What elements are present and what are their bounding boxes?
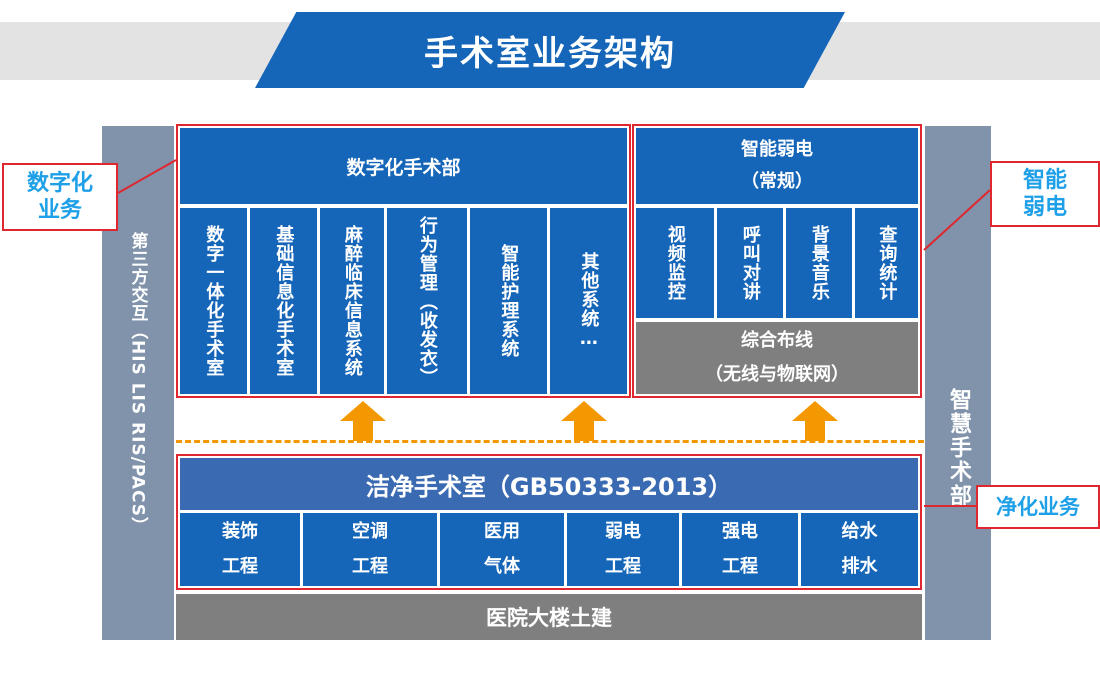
digital-module: 数字一体化手术室 bbox=[180, 208, 247, 394]
title-banner: 手术室业务架构 bbox=[255, 12, 845, 88]
digital-module: 麻醉临床信息系统 bbox=[320, 208, 384, 394]
callout-smart-line2: 弱电 bbox=[1022, 195, 1067, 220]
building-base: 医院大楼土建 bbox=[176, 594, 922, 640]
smart-weak-current-block: 智能弱电 （常规） 视频监控 呼叫对讲 背景音乐 查询统计 综合布线 （无线与物… bbox=[632, 124, 922, 398]
clean-module: 强电 工程 bbox=[682, 513, 798, 586]
digital-surgery-block: 数字化手术部 数字一体化手术室 基础信息化手术室 麻醉临床信息系统 行为管理（收… bbox=[176, 124, 631, 398]
clean-module-line1: 空调 bbox=[352, 521, 388, 543]
digital-module-label: 麻醉临床信息系统 bbox=[341, 225, 363, 377]
smart-callout-line bbox=[923, 189, 991, 251]
right-side-label: 智慧手术部 bbox=[946, 388, 971, 508]
clean-module-line2: 工程 bbox=[605, 555, 641, 577]
clean-module: 弱电 工程 bbox=[567, 513, 679, 586]
wiring-label: 综合布线 bbox=[741, 329, 813, 351]
digital-module: 智能护理系统 bbox=[470, 208, 547, 394]
digital-module-label: 基础信息化手术室 bbox=[273, 225, 295, 377]
digital-module: 其他系统… bbox=[550, 208, 627, 394]
clean-module: 给水 排水 bbox=[801, 513, 918, 586]
clean-module-line2: 工程 bbox=[222, 555, 258, 577]
digital-module-label: 数字一体化手术室 bbox=[203, 225, 225, 377]
clean-module-line1: 医用 bbox=[484, 521, 520, 543]
smart-module-label: 背景音乐 bbox=[808, 225, 830, 301]
smart-module-label: 查询统计 bbox=[876, 225, 898, 301]
clean-module-line1: 装饰 bbox=[222, 521, 258, 543]
clean-module: 医用 气体 bbox=[440, 513, 564, 586]
digital-module-label: 智能护理系统 bbox=[498, 244, 520, 358]
callout-clean-business: 净化业务 bbox=[976, 485, 1100, 529]
clean-module-line2: 工程 bbox=[352, 555, 388, 577]
smart-header-label: 智能弱电 bbox=[741, 138, 813, 160]
clean-operating-room-block: 洁净手术室（GB50333-2013） 装饰 工程 空调 工程 医用 气体 弱电… bbox=[176, 454, 922, 590]
digital-callout-line bbox=[117, 159, 177, 194]
page-title: 手术室业务架构 bbox=[424, 33, 676, 74]
smart-header-sublabel: （常规） bbox=[741, 171, 813, 192]
digital-module-label: 行为管理（收发衣） bbox=[416, 215, 438, 387]
up-arrow-icon bbox=[561, 401, 607, 441]
up-arrow-icon bbox=[340, 401, 386, 441]
digital-header: 数字化手术部 bbox=[180, 128, 627, 204]
digital-module: 基础信息化手术室 bbox=[250, 208, 317, 394]
clean-header: 洁净手术室（GB50333-2013） bbox=[180, 458, 918, 510]
callout-smart-weak-current: 智能 弱电 bbox=[990, 161, 1100, 227]
smart-module-label: 呼叫对讲 bbox=[739, 225, 761, 301]
digital-module-label: 其他系统… bbox=[578, 252, 600, 350]
building-base-label: 医院大楼土建 bbox=[486, 606, 612, 630]
clean-module-line2: 气体 bbox=[484, 555, 520, 577]
callout-digital-line2: 业务 bbox=[37, 198, 82, 223]
smart-header: 智能弱电 （常规） bbox=[636, 128, 918, 204]
wiring-sublabel: （无线与物联网） bbox=[705, 364, 849, 385]
up-arrow-icon bbox=[792, 401, 838, 441]
smart-module: 视频监控 bbox=[636, 208, 714, 318]
callout-clean-label: 净化业务 bbox=[996, 494, 1080, 519]
clean-module: 空调 工程 bbox=[303, 513, 437, 586]
smart-module: 查询统计 bbox=[855, 208, 918, 318]
callout-smart-line1: 智能 bbox=[1022, 167, 1067, 193]
clean-module-line1: 强电 bbox=[722, 521, 758, 543]
dashed-separator bbox=[176, 440, 924, 443]
clean-header-label: 洁净手术室（GB50333-2013） bbox=[365, 472, 733, 501]
clean-module-line2: 排水 bbox=[841, 555, 878, 577]
callout-digital-business: 数字化 业务 bbox=[2, 163, 118, 231]
smart-module: 背景音乐 bbox=[786, 208, 852, 318]
digital-module: 行为管理（收发衣） bbox=[387, 208, 467, 394]
clean-module-line2: 工程 bbox=[722, 555, 758, 577]
clean-module: 装饰 工程 bbox=[180, 513, 300, 586]
smart-module-label: 视频监控 bbox=[664, 225, 686, 301]
callout-digital-line1: 数字化 bbox=[26, 170, 93, 196]
right-side-column: 智慧手术部 bbox=[925, 126, 991, 640]
clean-module-line1: 给水 bbox=[841, 521, 878, 543]
digital-header-label: 数字化手术部 bbox=[346, 156, 461, 179]
clean-module-line1: 弱电 bbox=[605, 521, 641, 543]
smart-module: 呼叫对讲 bbox=[717, 208, 783, 318]
wiring-block: 综合布线 （无线与物联网） bbox=[636, 322, 918, 394]
left-side-label: 第三方交互（HIS LIS RIS/PACS） bbox=[127, 231, 148, 535]
